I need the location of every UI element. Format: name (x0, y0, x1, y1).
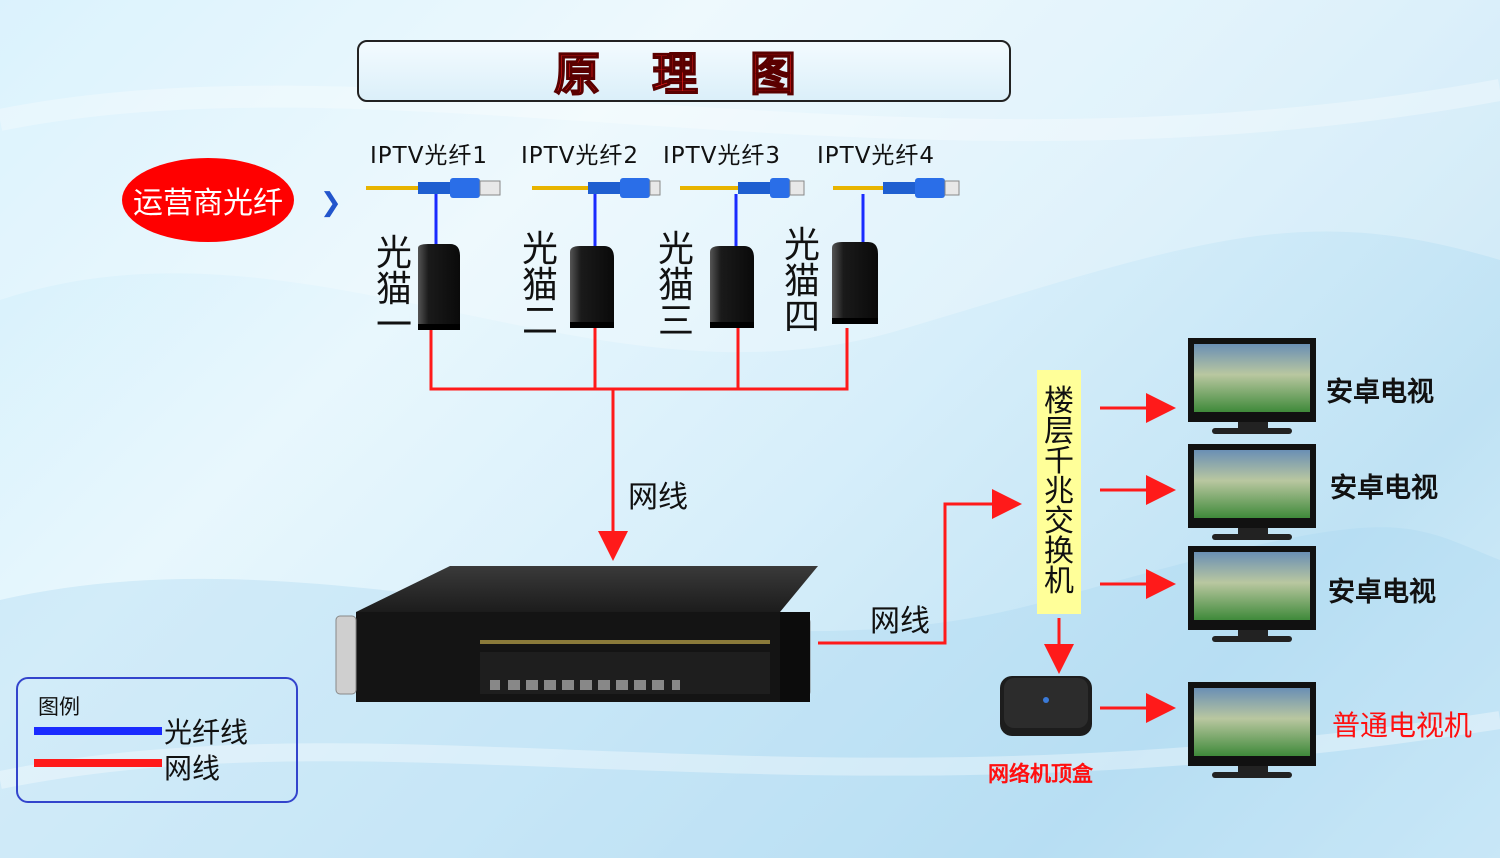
switch-to-tv-arrows (1044, 393, 1176, 723)
tv-label-1: 安卓电视 (1326, 377, 1434, 408)
modem-1 (418, 244, 460, 330)
cable-label-modems: 网线 (628, 480, 688, 515)
fiber-connector-1 (366, 178, 501, 198)
modem-3 (710, 246, 754, 328)
tv-3 (1188, 546, 1316, 642)
fiber-label-3: IPTV光纤3 (663, 143, 782, 169)
page-title: 原 理 图 (553, 46, 815, 102)
tv-4 (1188, 682, 1316, 778)
modem-label-4: 光 猫 四 (783, 225, 820, 338)
fiber-label-1: IPTV光纤1 (370, 143, 489, 169)
tv-2 (1188, 444, 1316, 540)
legend: 图例 光纤线 网线 (16, 677, 298, 803)
legend-swatch-fiber (34, 727, 162, 735)
tv-label-4: 普通电视机 (1332, 709, 1473, 742)
modem-cables (429, 328, 849, 561)
legend-swatch-cable (34, 759, 162, 767)
fiber-connector-4 (833, 178, 960, 198)
fiber-label-2: IPTV光纤2 (521, 143, 640, 169)
cable-label-server: 网线 (870, 604, 930, 639)
modem-label-2: 光 猫 二 (521, 229, 558, 342)
modem-4 (832, 242, 878, 324)
floor-gigabit-switch: 楼 层 千 兆 交 换 机 (1037, 370, 1081, 614)
fiber-label-4: IPTV光纤4 (817, 143, 936, 169)
chevron-right-icon: ❯ (320, 188, 342, 218)
set-top-box (1000, 676, 1092, 736)
fiber-connector-2 (532, 178, 661, 198)
isp-fiber-badge: 运营商光纤 (122, 158, 294, 242)
title-box: 原 理 图 (357, 40, 1011, 102)
modem-label-3: 光 猫 三 (657, 229, 694, 342)
server-appliance (335, 566, 818, 702)
server-to-switch-cable (818, 489, 1022, 645)
switch-label: 楼 层 千 兆 交 换 机 (1044, 384, 1074, 599)
tv-label-3: 安卓电视 (1328, 577, 1436, 608)
fiber-connector-3 (680, 178, 805, 198)
stb-label: 网络机顶盒 (988, 762, 1093, 786)
tv-1 (1188, 338, 1316, 434)
modem-2 (570, 246, 614, 328)
tv-label-2: 安卓电视 (1330, 473, 1438, 504)
legend-item-cable: 网线 (164, 752, 221, 785)
modem-label-1: 光 猫 一 (375, 233, 412, 346)
legend-title: 图例 (38, 695, 80, 719)
legend-item-fiber: 光纤线 (164, 716, 249, 749)
isp-fiber-label: 运营商光纤 (133, 186, 283, 221)
